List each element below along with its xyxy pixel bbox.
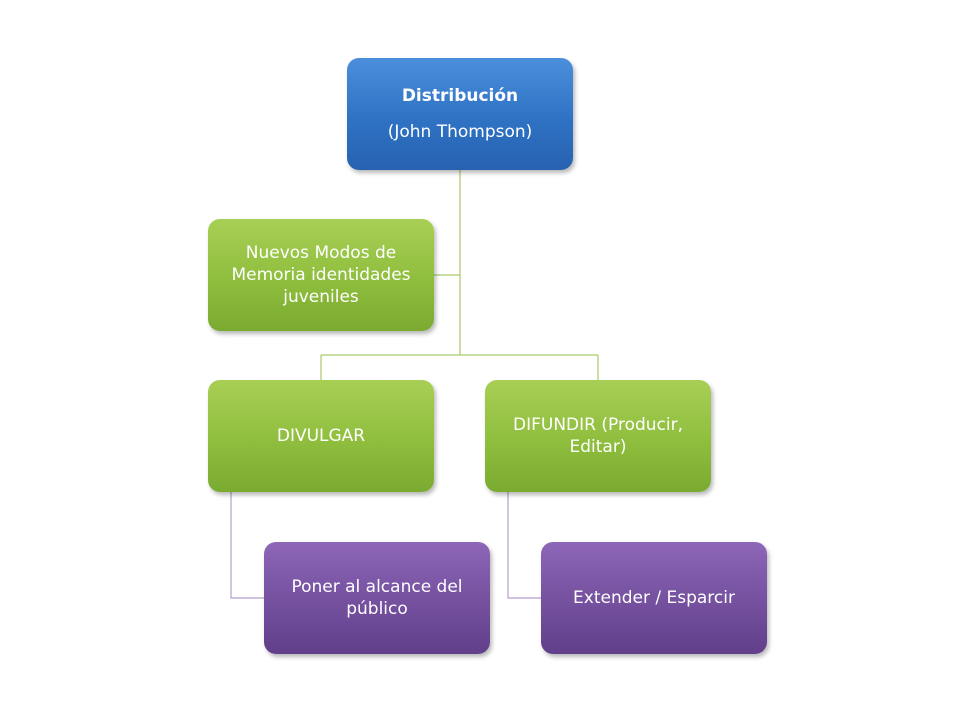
node-sub-poner-al-alcance: Poner al alcance del público bbox=[264, 542, 490, 654]
sub-label-poner: Poner al alcance del público bbox=[291, 576, 463, 619]
connector-sub-poner bbox=[230, 492, 264, 599]
node-child-divulgar: DIVULGAR bbox=[208, 380, 434, 492]
node-root-distribucion: Distribución (John Thompson) bbox=[347, 58, 573, 170]
child-label-divulgar: DIVULGAR bbox=[276, 425, 366, 446]
connector-sub-extender bbox=[507, 492, 541, 599]
node-assistant-nuevos-modos: Nuevos Modos de Memoria identidades juve… bbox=[208, 219, 434, 331]
node-sub-extender: Extender / Esparcir bbox=[541, 542, 767, 654]
root-title: Distribución bbox=[401, 85, 519, 106]
assistant-label: Nuevos Modos de Memoria identidades juve… bbox=[231, 242, 411, 308]
node-child-difundir: DIFUNDIR (Producir, Editar) bbox=[485, 380, 711, 492]
sub-label-extender: Extender / Esparcir bbox=[573, 587, 735, 608]
root-subtitle: (John Thompson) bbox=[387, 122, 533, 142]
child-label-difundir: DIFUNDIR (Producir, Editar) bbox=[513, 414, 683, 457]
